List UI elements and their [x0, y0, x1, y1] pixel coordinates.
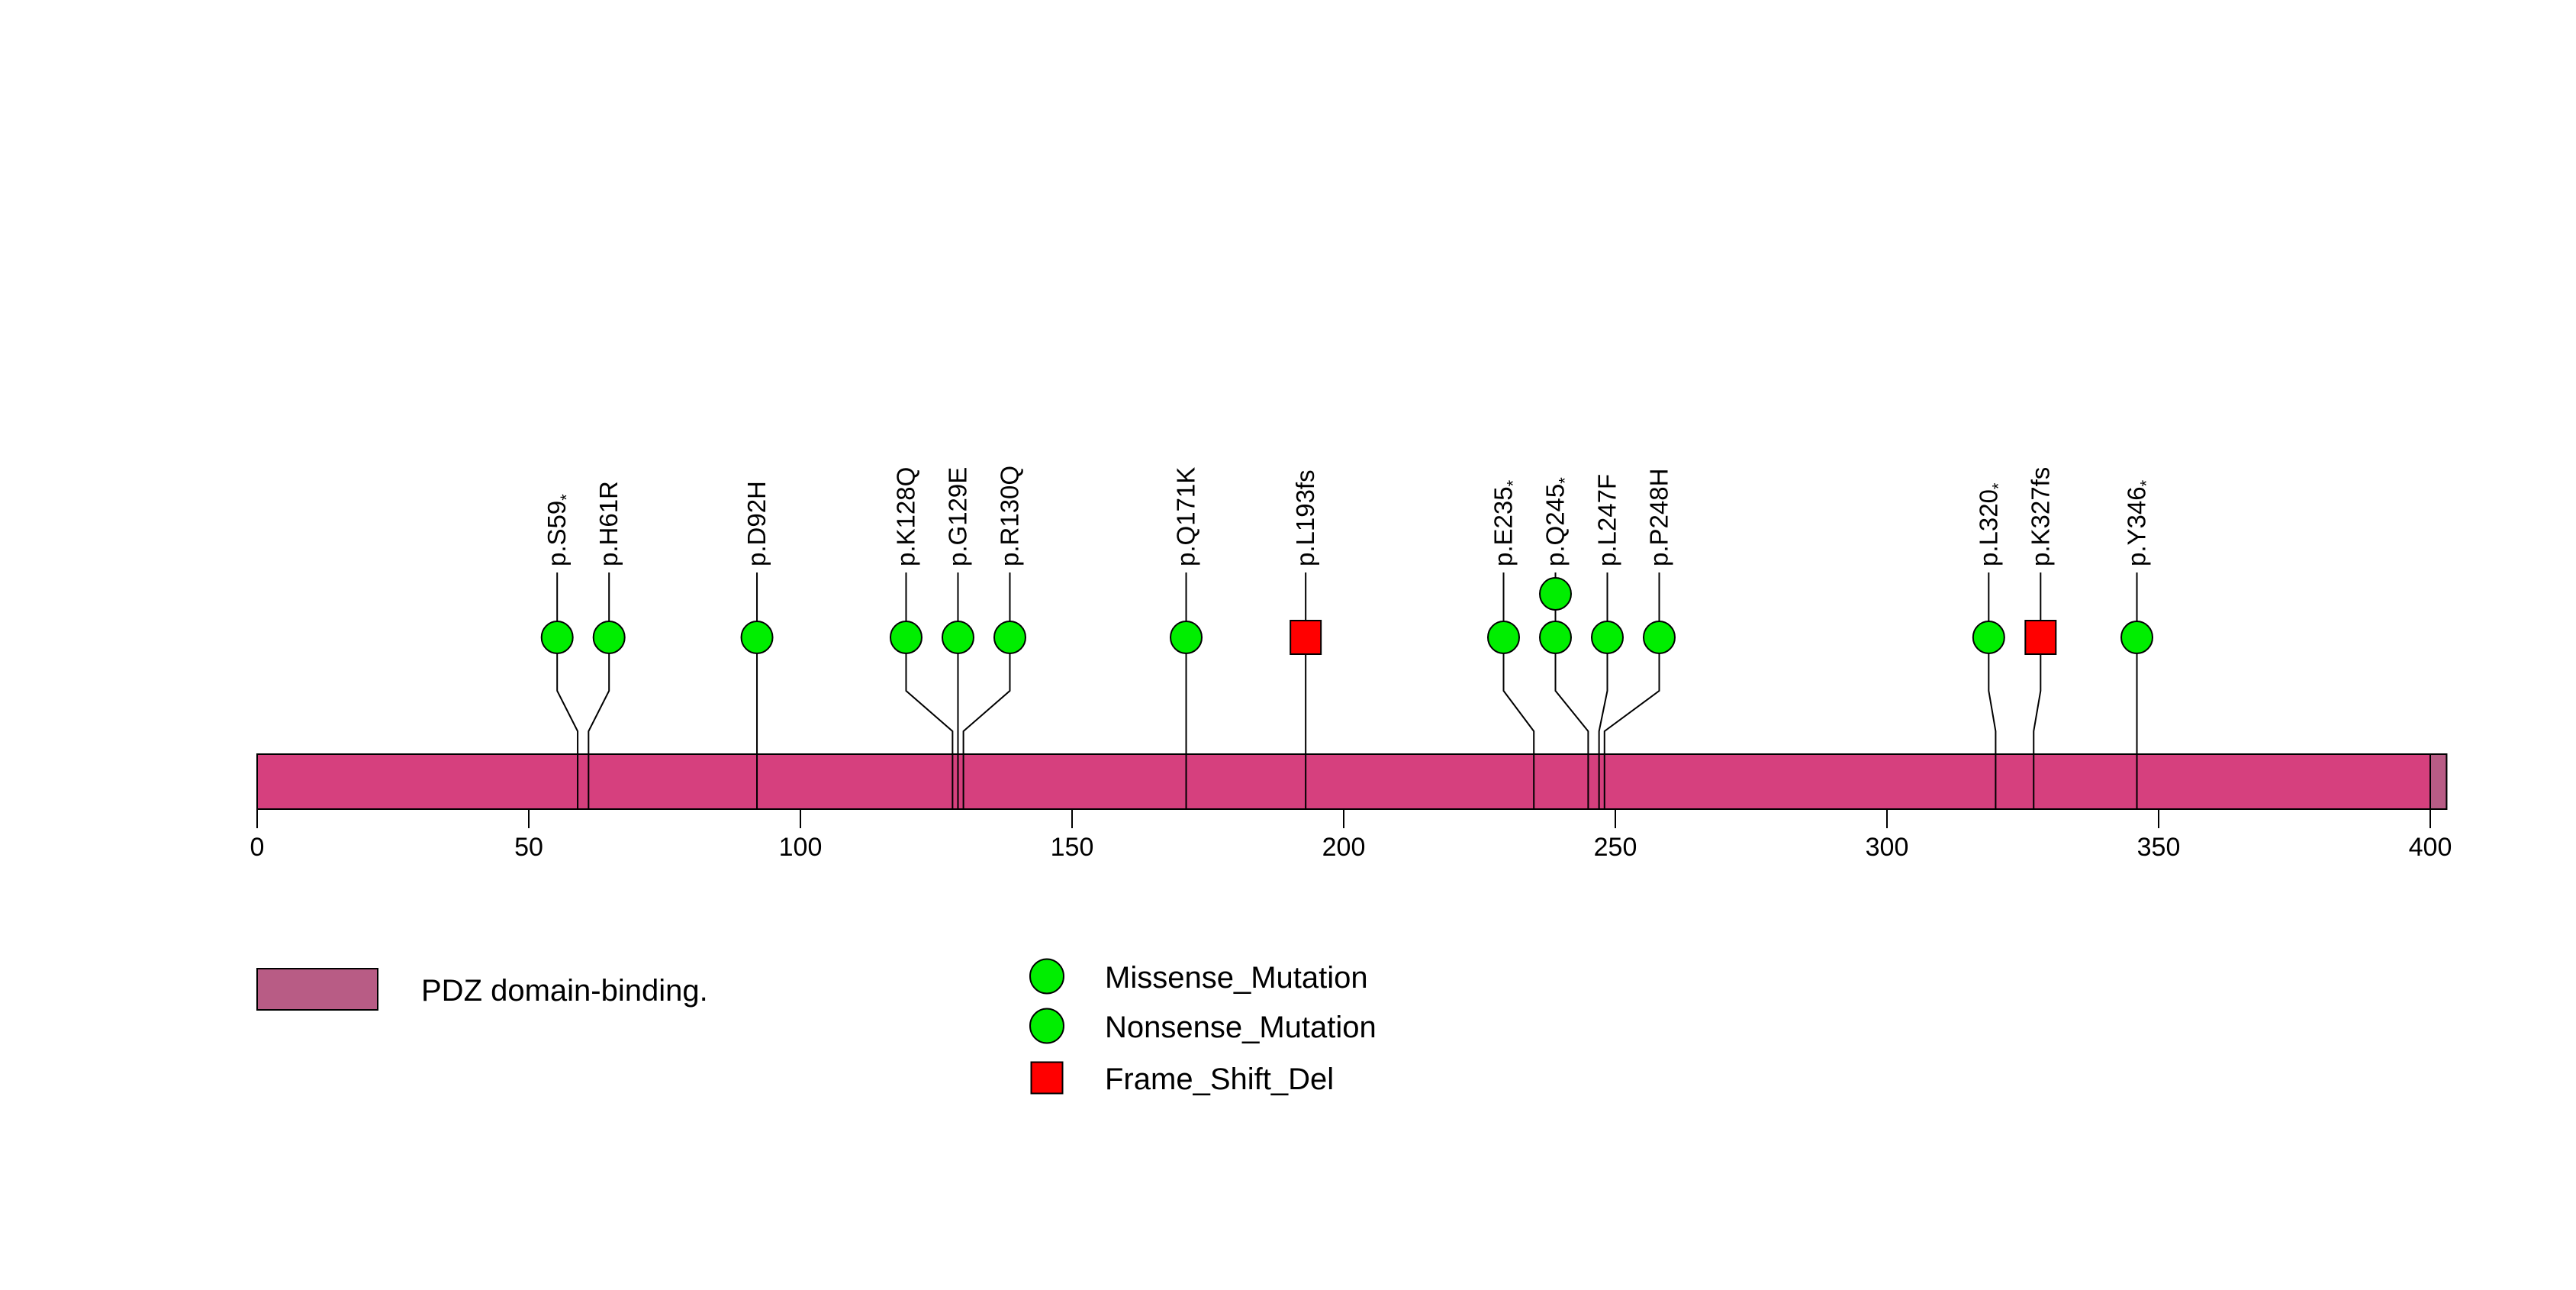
mutation-marker-circle	[1539, 577, 1572, 611]
legend-domain-swatch	[256, 968, 378, 1011]
mutation-label: p.H61R	[594, 481, 623, 566]
mutation-marker-circle	[540, 621, 574, 654]
mutation-labels-group: p.S59* p.H61R p.D92H p.K128Q p.G129E p.R130Q p…	[543, 466, 2156, 566]
axis-tick-label: 400	[2409, 833, 2452, 862]
mutation-label: p.E235*	[1489, 479, 1523, 566]
protein-backbone-bar	[256, 753, 2448, 810]
mutation-label: p.P248H	[1645, 469, 1673, 566]
mutation-label: p.R130Q	[995, 466, 1023, 566]
axis-tick-label: 0	[250, 833, 265, 862]
mutation-marker-circle	[1170, 621, 1203, 654]
mutation-label: p.D92H	[742, 481, 771, 566]
legend-item-label: Missense_Mutation	[1105, 961, 1368, 995]
legend-item-label: Nonsense_Mutation	[1105, 1011, 1377, 1044]
axis-tick-label: 100	[779, 833, 823, 862]
mutation-marker-square	[1290, 620, 1322, 655]
mutation-marker-circle	[1643, 621, 1676, 654]
legend-domain-label: PDZ domain-binding.	[421, 974, 708, 1008]
mutation-marker-circle	[1591, 621, 1624, 654]
axis-group: 0 50 100 150 200 250 300 350 400	[250, 809, 2452, 862]
mutation-marker-circle	[1539, 621, 1572, 654]
mutation-label: p.G129E	[943, 467, 971, 566]
domain-segment-0	[2429, 753, 2448, 810]
mutation-marker-circle	[889, 621, 923, 654]
axis-tick-label: 250	[1594, 833, 1637, 862]
mutation-marker-circle	[592, 621, 626, 654]
mutation-label: p.Q245*	[1541, 477, 1575, 566]
mutation-marker-circle	[740, 621, 774, 654]
protein-backbone-group	[256, 753, 2448, 810]
mutation-marker-circle	[1487, 621, 1520, 654]
mutation-label: p.L320*	[1974, 482, 2008, 566]
mutation-label: p.K327fs	[2026, 467, 2054, 566]
mutation-label: p.L247F	[1593, 474, 1621, 566]
legend-marker-square	[1030, 1061, 1064, 1095]
axis-tick-label: 200	[1322, 833, 1366, 862]
axis-tick-label: 50	[514, 833, 543, 862]
mutation-marker-circle	[941, 621, 974, 654]
mutation-label: p.Y346*	[2123, 479, 2156, 566]
mutation-marker-square	[2024, 620, 2057, 655]
axis-tick-label: 300	[1866, 833, 1909, 862]
legend-group: PDZ domain-binding. Missense_MutationNons…	[256, 958, 1377, 1096]
legend-item-label: Frame_Shift_Del	[1105, 1063, 1334, 1096]
mutation-marker-circle	[2120, 621, 2154, 654]
mutation-marker-circle	[1972, 621, 2005, 654]
legend-marker-circle	[1029, 1008, 1064, 1044]
mutation-markers-group	[540, 577, 2154, 655]
mutation-label: p.L193fs	[1291, 469, 1319, 566]
axis-tick-label: 150	[1051, 833, 1094, 862]
mutation-label: p.Q171K	[1172, 467, 1200, 566]
mutation-label: p.S59*	[543, 494, 576, 566]
mutation-label: p.K128Q	[891, 467, 919, 566]
mutation-marker-circle	[993, 621, 1026, 654]
legend-marker-circle	[1029, 958, 1064, 995]
axis-tick-label: 350	[2137, 833, 2181, 862]
